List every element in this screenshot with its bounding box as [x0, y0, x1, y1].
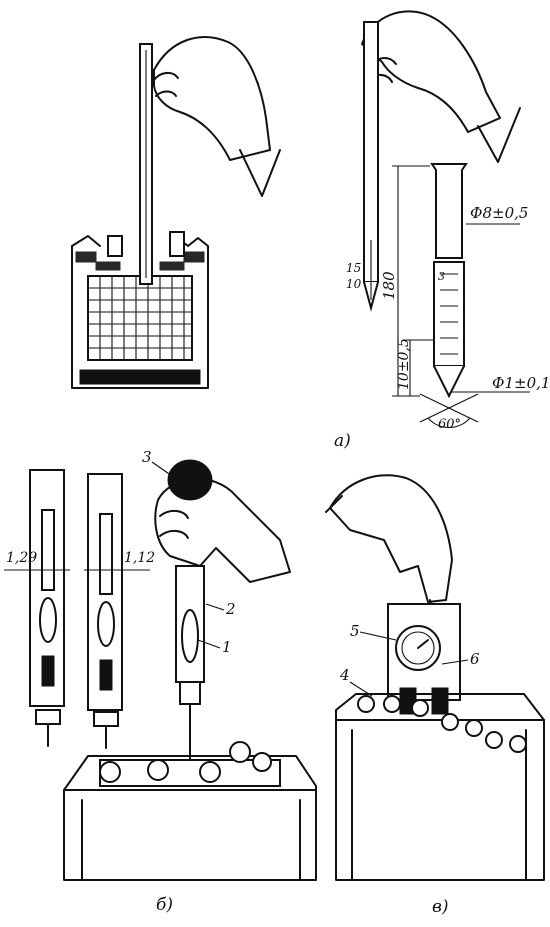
callout-3: 3	[142, 448, 152, 466]
dimension-outer-diameter: Ф8±0,5	[470, 204, 528, 222]
load-fork-device	[387, 603, 461, 715]
hand-right	[361, 10, 521, 163]
hydrometer-in-hand	[154, 459, 291, 771]
hydrometer-right	[87, 473, 123, 749]
pipette-technical-drawing	[392, 163, 530, 428]
callout-6: 6	[470, 650, 480, 668]
callout-1: 1	[222, 638, 232, 656]
callout-5: 5	[350, 622, 360, 640]
reading-right: 1,12	[124, 550, 155, 566]
battery-b	[63, 741, 317, 881]
panel-label-b: б)	[156, 895, 173, 915]
hydrometer-left	[29, 469, 65, 747]
sampling-tube	[139, 43, 153, 285]
callout-2: 2	[225, 600, 236, 618]
dimension-tip-diameter: Ф1±0,1	[492, 374, 550, 392]
panel-label-a: а)	[334, 431, 351, 451]
callout-4: 4	[339, 666, 350, 684]
hand-c	[325, 474, 453, 623]
hand-left	[153, 36, 281, 197]
battery-cell-cross-section	[71, 231, 209, 389]
pipette	[363, 21, 379, 312]
scale-digit-3: 3	[438, 270, 445, 283]
scale-mark-10: 10	[346, 277, 362, 291]
dimension-tip-length: 10±0,5	[396, 338, 412, 390]
scale-mark-15: 15	[346, 261, 361, 275]
battery-c	[335, 693, 545, 881]
reading-left: 1,29	[6, 550, 37, 566]
dimension-cone-angle: 60°	[438, 417, 461, 432]
panel-label-c: в)	[432, 897, 449, 917]
dimension-length-180: 180	[380, 271, 398, 300]
